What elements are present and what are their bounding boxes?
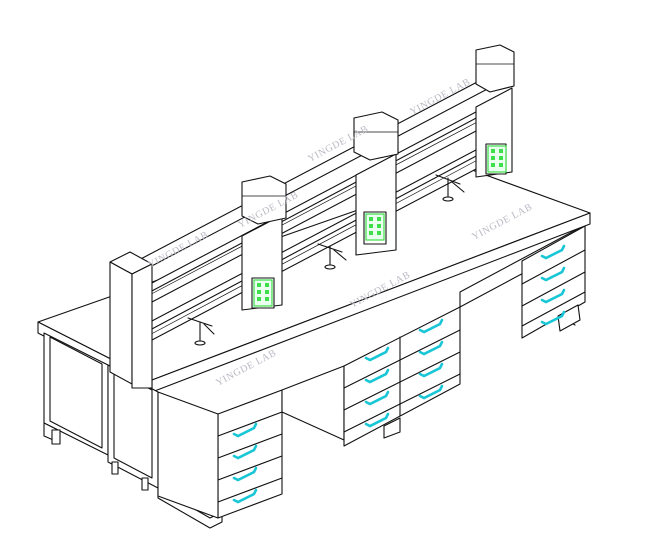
drawer-handle-icon — [232, 466, 258, 482]
drawer-handle-icon — [232, 422, 258, 438]
right-drawer-stack — [521, 249, 586, 327]
left-frame — [43, 332, 223, 529]
faucet-1 — [187, 317, 215, 346]
socket-outlet-icon — [369, 217, 373, 221]
faucet-3 — [435, 174, 465, 202]
far-cabinet — [459, 224, 586, 339]
socket-outlet-icon — [491, 149, 495, 153]
socket-outlet-icon — [377, 224, 381, 228]
socket-panel — [253, 279, 273, 307]
socket-outlet-icon — [265, 297, 269, 301]
drawer-handle-icon — [540, 244, 566, 260]
reagent-shelf — [134, 69, 513, 387]
socket-outlet-icon — [265, 283, 269, 287]
socket-panels — [253, 145, 507, 307]
socket-panel — [487, 145, 507, 173]
drawer-handles — [232, 244, 566, 504]
socket-outlet-icon — [257, 283, 261, 287]
socket-outlet-icon — [257, 297, 261, 301]
socket-outlet-icon — [257, 290, 261, 294]
socket-outlet-icon — [499, 149, 503, 153]
drawer-handle-icon — [232, 488, 258, 504]
end-post — [109, 251, 153, 389]
socket-outlet-icon — [369, 224, 373, 228]
socket-outlet-icon — [377, 217, 381, 221]
drawer-handle-icon — [364, 390, 390, 406]
drawer-handle-icon — [232, 444, 258, 460]
drawer-handle-icon — [540, 266, 566, 282]
drawer-handle-icon — [540, 310, 566, 326]
socket-outlet-icon — [499, 163, 503, 167]
drawer-handle-icon — [418, 362, 444, 378]
drawer-handle-icon — [418, 384, 444, 400]
center-drawer-cabinets — [281, 306, 461, 447]
socket-outlet-icon — [491, 163, 495, 167]
left-drawer-cabinet — [157, 389, 283, 519]
drawer-handle-icon — [418, 318, 444, 334]
drawer-handle-icon — [540, 288, 566, 304]
socket-panel — [365, 213, 385, 241]
drawer-handle-icon — [364, 412, 390, 428]
drawer-handle-icon — [364, 346, 390, 362]
socket-outlet-icon — [377, 231, 381, 235]
service-columns — [241, 44, 515, 311]
drawer-handle-icon — [364, 368, 390, 384]
faucet-2 — [317, 243, 347, 270]
socket-outlet-icon — [491, 156, 495, 160]
socket-outlet-icon — [499, 156, 503, 160]
faucets — [187, 174, 465, 346]
socket-outlet-icon — [369, 231, 373, 235]
socket-outlet-icon — [265, 290, 269, 294]
drawer-handle-icon — [418, 340, 444, 356]
